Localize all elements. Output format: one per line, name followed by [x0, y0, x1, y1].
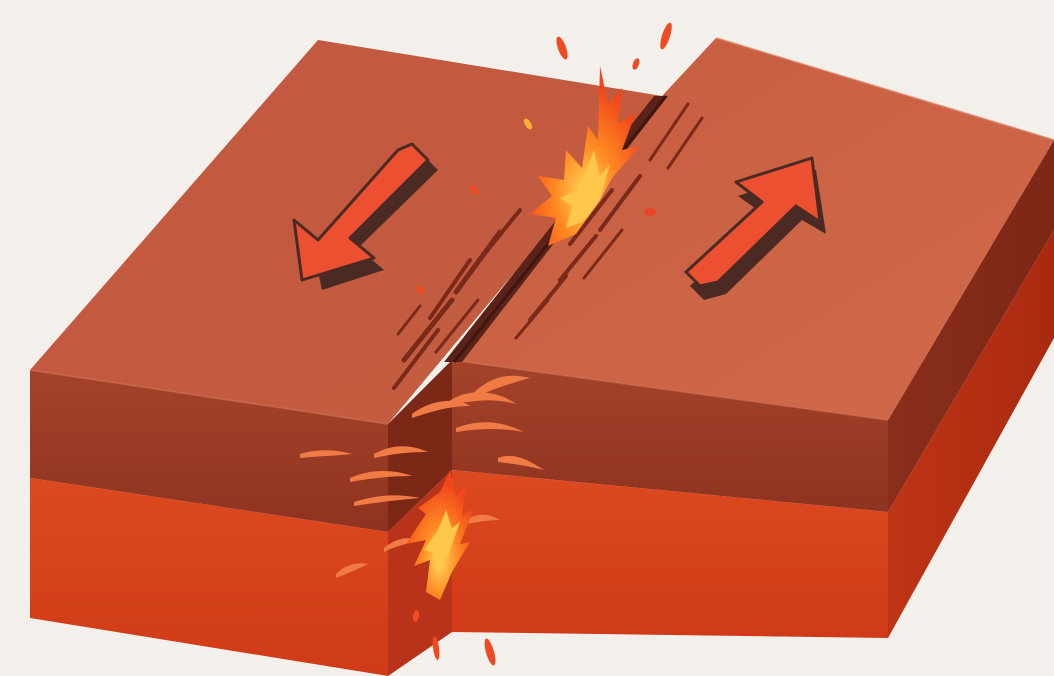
transform-fault-diagram	[0, 0, 1054, 676]
